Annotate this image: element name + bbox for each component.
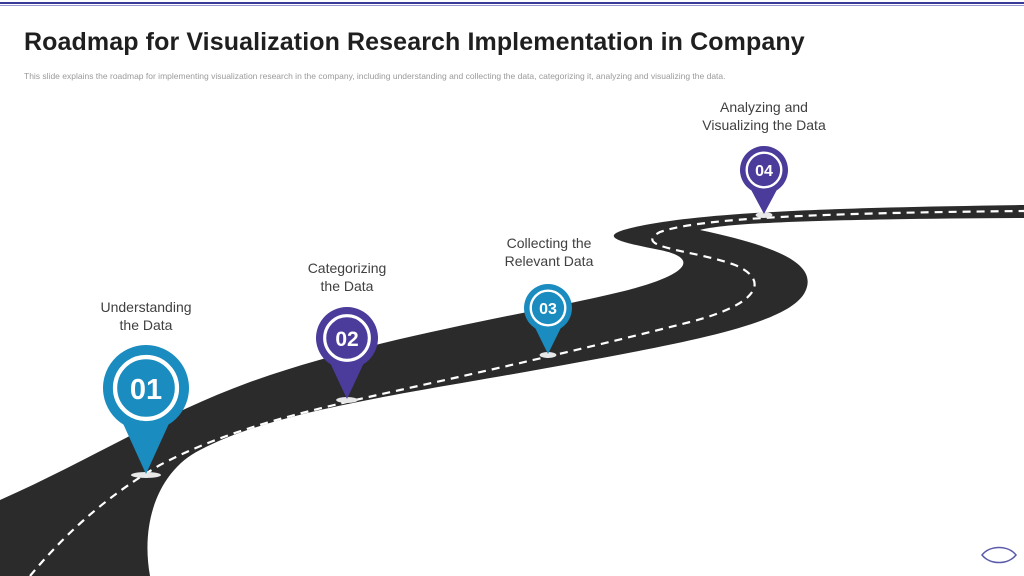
pin-base-shadow	[539, 352, 557, 358]
milestone-number: 02	[335, 328, 358, 351]
pin-inner-ring	[745, 151, 783, 189]
milestone-pin-02: 02	[316, 306, 378, 403]
milestone-number: 04	[755, 163, 773, 180]
map-pin-icon	[524, 284, 573, 354]
pin-base-shadow	[755, 212, 773, 218]
milestone-pin-04: 04	[739, 146, 788, 218]
pin-inner-ring	[323, 314, 371, 362]
map-pin-icon	[103, 344, 189, 474]
eye-nav-icon[interactable]	[980, 543, 1018, 567]
milestone-label-01: Understanding the Data	[100, 299, 192, 333]
milestone-number: 01	[130, 374, 162, 406]
pin-inner-ring	[529, 289, 567, 327]
slide-title: Roadmap for Visualization Research Imple…	[24, 28, 805, 56]
milestone-pin-03: 03	[524, 284, 573, 358]
slide-subtitle: This slide explains the roadmap for impl…	[24, 71, 726, 81]
milestone-label-02: Categorizing the Data	[307, 260, 387, 294]
milestone-label-03: Collecting the Relevant Data	[504, 235, 594, 269]
map-pin-icon	[739, 146, 788, 214]
pin-base-shadow	[336, 397, 358, 403]
pin-base-shadow	[130, 472, 162, 478]
pin-inner-ring	[112, 354, 180, 422]
milestone-label-04: Analyzing and Visualizing the Data	[702, 99, 826, 133]
milestone-number: 03	[539, 301, 557, 318]
top-rule	[0, 0, 1024, 7]
milestone-pin-01: 01	[103, 344, 189, 478]
road-lane-marking	[29, 209, 1024, 576]
road-body	[0, 205, 1024, 576]
map-pin-icon	[316, 306, 378, 399]
